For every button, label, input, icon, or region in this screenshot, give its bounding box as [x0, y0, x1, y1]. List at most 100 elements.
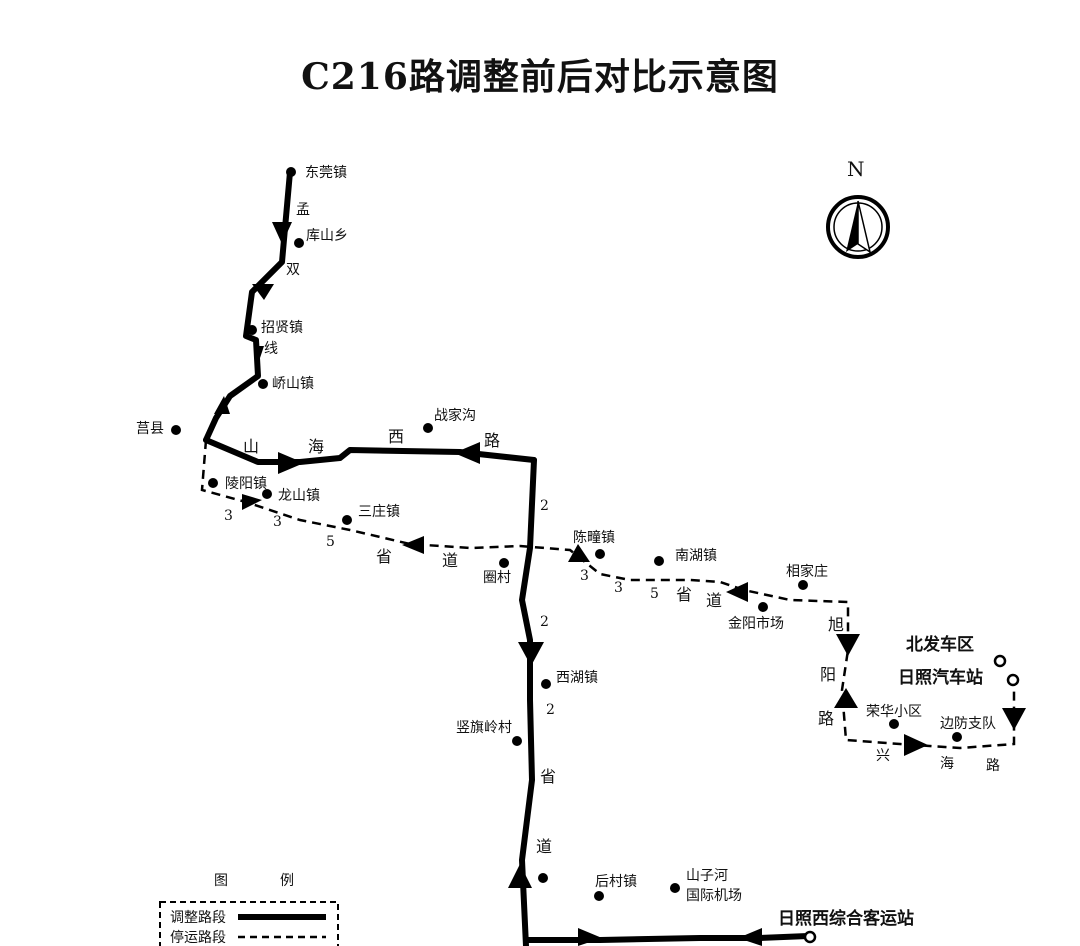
legend-box [159, 901, 339, 946]
road-label-meng: 孟 [296, 202, 310, 218]
stop-dot-shanzihe [670, 883, 680, 893]
road-label-xu: 旭 [828, 615, 844, 634]
direction-arrows [214, 222, 1026, 946]
road-label-335a-sheng: 省 [376, 547, 392, 566]
road-labels: 孟 双 线 山 海 西 路 2 2 2 省 道 3 3 5 省 道 3 3 5 … [224, 202, 1000, 856]
stop-dot-lingyang [208, 478, 218, 488]
stop-label-quancun: 圈村 [483, 570, 511, 586]
legend-label-adjusted: 调整路段 [170, 910, 226, 926]
legend-title-1: 图 [214, 873, 228, 889]
road-label-335a-3b: 3 [273, 514, 282, 530]
stop-dot-houcun [594, 891, 604, 901]
road-label-335b-sheng: 省 [676, 585, 692, 604]
stop-label-juxian: 莒县 [136, 421, 164, 437]
arrow-2 [252, 284, 274, 300]
stop-label-houcun: 后村镇 [595, 874, 637, 890]
stop-label-bianfang: 边防支队 [940, 716, 996, 732]
road-label-sheng: 省 [540, 767, 556, 786]
stop-label-zhaoxian: 招贤镇 [261, 320, 303, 336]
stop-dot-zhanjiagou [423, 423, 433, 433]
stop-dot-kushan [294, 238, 304, 248]
stop-label-qiaoshan: 峤山镇 [272, 376, 314, 392]
arrow-4 [214, 396, 230, 414]
stop-dot-zhaoxian [247, 325, 257, 335]
road-label-xing: 兴 [876, 748, 890, 764]
stop-dot-jinyang [758, 602, 768, 612]
stop-dot-xihu [541, 679, 551, 689]
stop-dot-nanhu [654, 556, 664, 566]
arrow-15 [836, 634, 860, 656]
road-label-2b: 2 [540, 614, 549, 630]
stop-label-shuqiling: 竖旗岭村 [456, 720, 512, 736]
stop-dot-qiaoshan [258, 379, 268, 389]
road-label-335a-3: 3 [224, 508, 233, 524]
arrow-1 [272, 222, 292, 244]
road-label-hai2: 海 [940, 756, 954, 772]
stop-label-xiangjiazhuang: 相家庄 [786, 563, 828, 580]
compass-needle-light [857, 200, 872, 254]
arrow-8 [508, 864, 532, 888]
road-label-dao: 道 [536, 837, 552, 856]
stop-dot-dongguan [286, 167, 296, 177]
stop-dots [171, 167, 962, 901]
road-label-lu2: 路 [818, 709, 834, 728]
legend-title-2: 例 [280, 873, 294, 889]
road-label-335a-dao: 道 [442, 551, 458, 570]
arrow-7 [518, 642, 544, 666]
terminal-dot-rizhao-west [803, 930, 817, 944]
road-label-335b-5: 5 [650, 586, 659, 602]
arrow-3 [256, 346, 264, 358]
arrow-16 [834, 688, 858, 708]
road-label-shan: 山 [243, 437, 259, 456]
legend: 图 例 调整路段 停运路段 [159, 873, 339, 946]
arrow-11 [242, 494, 262, 510]
stop-dot-bianfang [952, 732, 962, 742]
road-label-335a-5: 5 [326, 534, 335, 550]
suspended-route [200, 439, 1016, 750]
stop-label-longshan: 龙山镇 [278, 488, 320, 504]
arrow-13 [568, 544, 590, 562]
terminal-label-rizhao-station: 日照汽车站 [898, 667, 983, 688]
stop-label-sanzhuang: 三庄镇 [358, 503, 400, 520]
stop-label-kushan: 库山乡 [306, 228, 348, 244]
road-label-335b-dao: 道 [706, 591, 722, 610]
route-north [203, 169, 293, 443]
stop-dot-shuqiling [512, 736, 522, 746]
terminal-circles [803, 654, 1020, 944]
stop-dot-xiangjiazhuang [798, 580, 808, 590]
stop-dot-unnamed [538, 873, 548, 883]
stop-label-nanhu: 南湖镇 [675, 548, 717, 564]
stop-label-xihu: 西湖镇 [556, 670, 598, 686]
dash-east [519, 544, 1016, 750]
map-title: C216路调整前后对比示意图 [301, 56, 779, 98]
terminal-dot-rizhao-station [1006, 673, 1020, 687]
road-label-2c: 2 [546, 702, 555, 718]
stop-label-dongguan: 东莞镇 [305, 165, 347, 181]
road-label-2a: 2 [540, 498, 549, 514]
road-label-335b-3: 3 [580, 568, 589, 584]
arrow-6 [454, 442, 480, 464]
route-provincial-2 [519, 457, 537, 946]
terminal-label-rizhao-west: 日照西综合客运站 [778, 908, 914, 929]
stop-dot-longshan [262, 489, 272, 499]
stop-dot-quancun [499, 558, 509, 568]
terminal-dot-beifa [993, 654, 1007, 668]
road-label-lu: 路 [484, 431, 500, 450]
road-label-xi: 西 [388, 427, 404, 446]
arrow-14 [726, 582, 748, 602]
stop-dot-sanzhuang [342, 515, 352, 525]
stop-dot-ronghua [889, 719, 899, 729]
stop-label-shanzihe-1: 山子河 [686, 868, 728, 884]
stop-label-chenshu: 陈疃镇 [573, 529, 615, 546]
arrow-17 [904, 734, 928, 756]
arrow-10 [738, 928, 762, 946]
stop-labels: 东莞镇 库山乡 招贤镇 峤山镇 莒县 陵阳镇 龙山镇 三庄镇 战家沟 陈疃镇 圈… [136, 165, 996, 904]
arrow-12 [402, 536, 424, 554]
arrow-5 [278, 452, 304, 474]
terminal-label-beifa: 北发车区 [906, 634, 974, 655]
route-bottom [523, 933, 811, 943]
road-label-335b-3b: 3 [614, 580, 623, 596]
stop-label-zhanjiagou: 战家沟 [434, 407, 476, 424]
compass: N [826, 157, 890, 259]
